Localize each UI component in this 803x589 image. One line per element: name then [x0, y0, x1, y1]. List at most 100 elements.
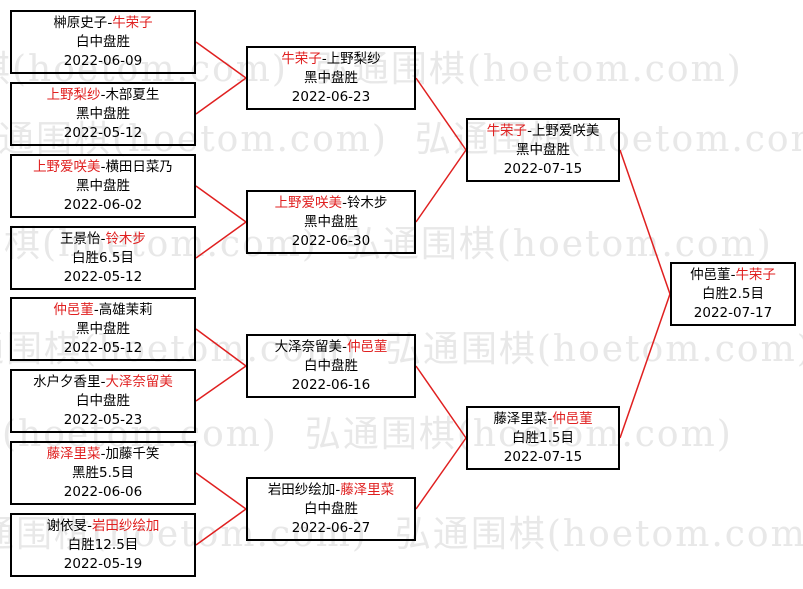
bracket-connector [195, 472, 247, 510]
match-players: 谢依旻-岩田纱绘加 [47, 517, 160, 536]
player-white: 牛荣子 [112, 14, 153, 31]
player-white: 仲邑菫 [346, 338, 388, 355]
bracket-connector [195, 365, 247, 402]
player-separator: - [100, 158, 106, 175]
match-box: 藤泽里菜-仲邑菫白胜1.5目 2022-07-15 [466, 406, 620, 470]
player-separator: - [107, 14, 113, 31]
player-separator: - [87, 517, 92, 534]
match-date: 2022-06-30 [291, 232, 371, 249]
player-separator: - [342, 338, 347, 355]
player-black: 谢依旻 [46, 517, 88, 534]
player-white: 铃木步 [346, 194, 388, 211]
match-players: 水户夕香里-大泽奈留美 [33, 373, 173, 392]
player-white: 上野爱咲美 [531, 122, 600, 139]
match-result: 白胜1.5目 [512, 429, 574, 446]
player-white: 上野梨纱 [326, 50, 381, 67]
match-players: 上野梨纱-木部夏生 [47, 86, 160, 105]
bracket-connector [415, 77, 467, 151]
match-date: 2022-06-16 [291, 376, 371, 393]
match-players: 仲邑菫-高雄茉莉 [53, 301, 152, 320]
match-players: 藤泽里菜-加藤千笑 [47, 445, 160, 464]
bracket-connector [195, 328, 247, 367]
match-players: 上野爱咲美-横田日菜乃 [33, 158, 173, 177]
match-box: 上野爱咲美-横田日菜乃黑中盘胜 2022-06-02 [10, 154, 196, 218]
player-black: 水户夕香里 [33, 373, 101, 390]
match-players: 上野爱咲美-铃木步 [275, 194, 388, 213]
match-date: 2022-05-12 [63, 124, 143, 141]
match-box: 榊原史子-牛荣子白中盘胜 2022-06-09 [10, 10, 196, 74]
player-white: 岩田纱绘加 [91, 517, 160, 534]
player-white: 藤泽里菜 [340, 481, 395, 498]
match-result: 白中盘胜 [76, 392, 130, 409]
match-players: 王景怡-铃木步 [60, 230, 146, 249]
match-result: 白中盘胜 [76, 33, 130, 50]
bracket-connector [195, 185, 247, 223]
match-result: 黑中盘胜 [304, 69, 358, 86]
player-black: 上野梨纱 [46, 86, 101, 103]
player-separator: - [100, 86, 106, 103]
player-black: 岩田纱绘加 [267, 481, 336, 498]
match-date: 2022-07-17 [693, 304, 773, 321]
bracket-connector [415, 365, 467, 439]
player-black: 榊原史子 [53, 14, 108, 31]
player-black: 仲邑菫 [690, 266, 731, 283]
match-result: 黑中盘胜 [76, 177, 130, 194]
match-date: 2022-05-19 [63, 555, 143, 572]
player-black: 王景怡 [60, 230, 101, 247]
match-date: 2022-05-12 [63, 339, 143, 356]
match-players: 岩田纱绘加-藤泽里菜 [268, 481, 394, 500]
match-date: 2022-06-27 [291, 519, 371, 536]
match-players: 藤泽里菜-仲邑菫 [493, 410, 592, 429]
player-black: 上野爱咲美 [33, 158, 101, 175]
player-black: 牛荣子 [281, 50, 322, 67]
match-date: 2022-06-09 [63, 52, 143, 69]
match-box: 牛荣子-上野梨纱黑中盘胜 2022-06-23 [246, 46, 416, 110]
player-separator: - [93, 301, 99, 318]
match-date: 2022-06-06 [63, 483, 143, 500]
player-black: 藤泽里菜 [493, 410, 548, 427]
match-result: 白中盘胜 [304, 500, 358, 517]
match-result: 黑胜5.5目 [72, 464, 134, 481]
player-white: 铃木步 [105, 230, 146, 247]
match-date: 2022-07-15 [503, 160, 583, 177]
bracket-connector [415, 149, 467, 223]
match-result: 黑中盘胜 [76, 320, 130, 337]
player-black: 大泽奈留美 [274, 338, 343, 355]
player-black: 上野爱咲美 [274, 194, 343, 211]
match-result: 黑中盘胜 [76, 105, 130, 122]
bracket-connector [619, 293, 671, 439]
player-separator: - [321, 50, 327, 67]
player-separator: - [547, 410, 553, 427]
player-separator: - [100, 373, 106, 390]
player-black: 藤泽里菜 [46, 445, 101, 462]
match-result: 黑中盘胜 [304, 213, 358, 230]
match-date: 2022-05-23 [63, 411, 143, 428]
player-white: 木部夏生 [105, 86, 160, 103]
match-box: 王景怡-铃木步白胜6.5目 2022-05-12 [10, 226, 196, 290]
player-white: 加藤千笑 [105, 445, 160, 462]
match-date: 2022-06-23 [291, 88, 371, 105]
match-date: 2022-06-02 [63, 196, 143, 213]
match-date: 2022-07-15 [503, 448, 583, 465]
player-black: 仲邑菫 [53, 301, 94, 318]
player-white: 高雄茉莉 [98, 301, 153, 318]
player-separator: - [335, 481, 341, 498]
player-separator: - [342, 194, 347, 211]
player-separator: - [100, 445, 106, 462]
match-result: 白胜6.5目 [72, 249, 134, 266]
match-players: 牛荣子-上野爱咲美 [487, 122, 600, 141]
match-date: 2022-05-12 [63, 268, 143, 285]
player-separator: - [730, 266, 736, 283]
player-white: 大泽奈留美 [105, 373, 173, 390]
player-separator: - [527, 122, 532, 139]
bracket-connector [195, 77, 247, 115]
